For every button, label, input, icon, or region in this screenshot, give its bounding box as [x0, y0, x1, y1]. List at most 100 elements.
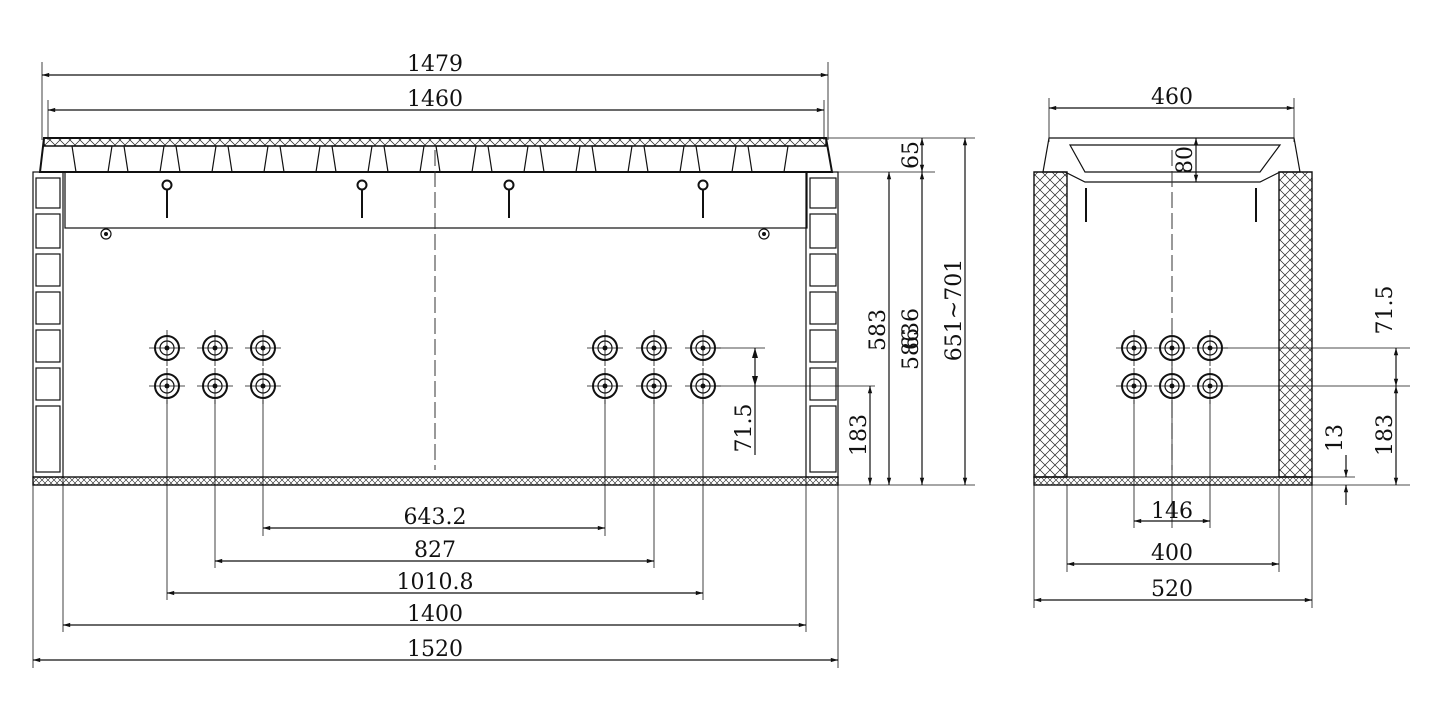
grate-slot — [591, 145, 633, 173]
dim-label-65: 65 — [899, 141, 924, 169]
grate-slot — [643, 145, 685, 173]
dim-651-701: 651~701 — [942, 138, 968, 485]
grate-slot — [435, 145, 477, 173]
grate-slot — [695, 145, 737, 173]
pipe-lower — [245, 368, 281, 404]
dim-label-643: 643.2 — [404, 505, 467, 530]
wall-block — [35, 213, 61, 249]
pipe-lower — [197, 368, 233, 404]
base-slab — [32, 476, 839, 486]
grate-slot — [331, 145, 373, 173]
dim-586-636: 586 636 — [899, 172, 925, 485]
dim-80: 80 — [1173, 138, 1199, 182]
hook-eye — [503, 179, 515, 191]
pipe-upper — [636, 330, 672, 366]
wall-block — [809, 329, 837, 363]
grate-slot — [747, 145, 789, 173]
dim-1520: 1520 — [32, 485, 839, 668]
hook-eye — [697, 179, 709, 191]
frame-bar — [64, 171, 808, 240]
wall-block — [35, 329, 61, 363]
side-left-wall — [1033, 171, 1068, 478]
dim-583: 583 — [838, 172, 975, 486]
hook-eye — [356, 179, 368, 191]
dim-71-side: 71.5 — [1212, 286, 1410, 387]
dim-label-1520: 1520 — [407, 637, 463, 662]
dim-label-13: 13 — [1323, 424, 1348, 452]
grate — [38, 137, 834, 173]
dim-1460: 1460 — [47, 87, 825, 140]
hook-eye — [161, 179, 173, 191]
side-pipe-lower — [1154, 368, 1190, 404]
dim-label-1479: 1479 — [407, 52, 463, 77]
pipe-lower — [636, 368, 672, 404]
pipe-upper — [149, 330, 185, 366]
side-pipe-lower — [1116, 368, 1152, 404]
pipe-upper — [587, 330, 623, 366]
dim-label-80: 80 — [1173, 146, 1198, 174]
dim-13: 13 — [1312, 424, 1355, 505]
dim-label-71-side: 71.5 — [1373, 286, 1398, 335]
wall-block — [809, 367, 837, 401]
wall-block — [809, 213, 837, 249]
dim-183-side: 183 — [1312, 386, 1410, 486]
pipe-lower — [149, 368, 185, 404]
dim-label-651-701: 651~701 — [942, 259, 967, 361]
dim-label-183-front: 183 — [847, 414, 872, 456]
front-view: 1479 1460 — [32, 52, 975, 668]
wall-block — [809, 405, 837, 473]
dim-label-583: 583 — [866, 309, 891, 351]
pipe-upper — [197, 330, 233, 366]
right-wall — [805, 171, 839, 478]
wall-block — [809, 177, 837, 209]
grate-slot — [487, 145, 529, 173]
dim-1400: 1400 — [62, 477, 807, 632]
dim-label-460: 460 — [1151, 85, 1193, 110]
wall-block — [809, 291, 837, 325]
wall-block — [35, 291, 61, 325]
wall-block — [35, 405, 61, 473]
dim-65: 65 — [826, 137, 975, 173]
side-base — [1033, 476, 1313, 486]
grate-slot — [71, 145, 113, 173]
wall-block — [35, 253, 61, 287]
dim-label-146: 146 — [1151, 499, 1193, 524]
dim-label-827: 827 — [414, 538, 456, 563]
pipe-lower — [587, 368, 623, 404]
side-pipe-upper — [1154, 330, 1190, 366]
dim-label-586: 586 — [899, 328, 924, 370]
wall-block — [809, 253, 837, 287]
dim-520: 520 — [1033, 485, 1313, 608]
dim-827: 827 — [215, 538, 654, 564]
dim-label-1010: 1010.8 — [397, 570, 474, 595]
dim-label-1460: 1460 — [407, 87, 463, 112]
dim-1479: 1479 — [41, 52, 829, 140]
dim-643: 643.2 — [263, 505, 605, 531]
wall-block — [35, 367, 61, 401]
side-right-wall — [1278, 171, 1313, 478]
dim-label-400: 400 — [1151, 541, 1193, 566]
left-wall — [32, 171, 64, 478]
grate-slot — [175, 145, 217, 173]
grate-slot — [279, 145, 321, 173]
grate-slot — [123, 145, 165, 173]
grate-slot — [383, 145, 425, 173]
dim-400: 400 — [1066, 485, 1280, 572]
dim-146: 146 — [1133, 499, 1211, 524]
dim-183-front: 183 — [703, 385, 875, 485]
grate-slot — [227, 145, 269, 173]
dim-label-1400: 1400 — [407, 602, 463, 627]
dim-1010: 1010.8 — [167, 570, 703, 596]
dim-label-636: 636 — [899, 308, 924, 350]
side-pipe-upper — [1116, 330, 1152, 366]
dim-label-183-side: 183 — [1373, 414, 1398, 456]
side-view: 460 80 71.5 183 — [1033, 85, 1410, 608]
dim-label-71-front: 71.5 — [732, 404, 757, 453]
dim-label-520: 520 — [1151, 577, 1193, 602]
grate-slot — [539, 145, 581, 173]
dim-71-front: 71.5 — [703, 347, 765, 455]
wall-block — [35, 177, 61, 209]
pipe-upper — [245, 330, 281, 366]
dim-460: 460 — [1048, 85, 1295, 142]
